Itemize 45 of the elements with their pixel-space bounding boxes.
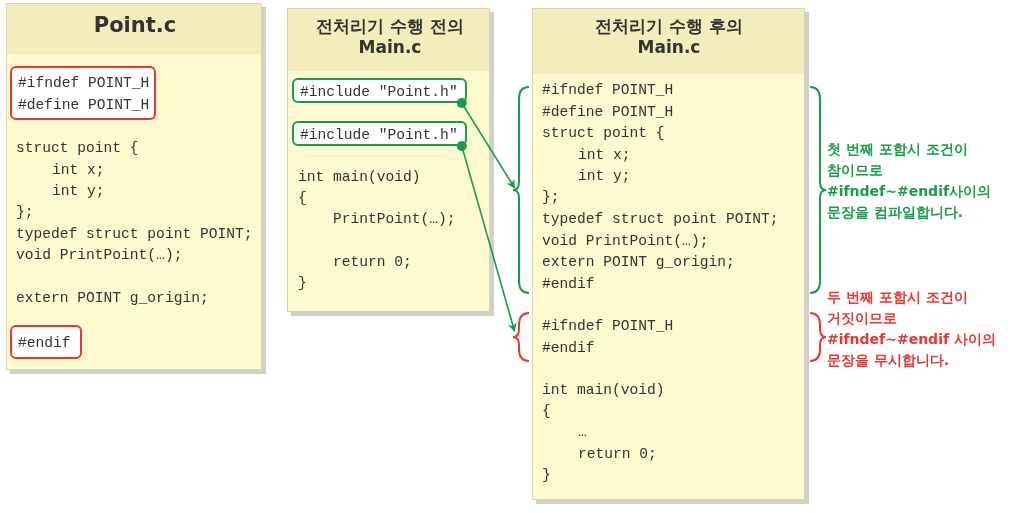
code-line: return 0; [333,253,412,272]
code-line: extern POINT g_origin; [542,253,735,272]
code-line: } [298,274,307,293]
highlight-box [10,325,82,359]
code-line: } [542,466,551,485]
annotation-text: 첫 번째 포함시 조건이 참이므로 #ifndef~#endif사이의 문장을 컴파일합니다. [827,140,993,222]
code-line: #ifndef POINT_H [542,317,674,336]
code-line: int y; [52,182,105,201]
code-line: #endif [542,339,595,358]
code-line: }; [16,203,34,222]
code-line: #include "Point.h" [300,83,458,102]
code-line: #define POINT_H [542,103,674,122]
code-line: typedef struct point POINT; [542,210,779,229]
code-line: struct point { [16,139,139,158]
code-line: PrintPoint(…); [333,210,456,229]
code-line: struct point { [542,124,665,143]
code-line: #endif [18,334,71,353]
panel-title: 전처리기 수행 전의 Main.c [315,16,465,58]
highlight-box [292,78,467,103]
code-line: { [298,189,307,208]
code-line: { [542,402,551,421]
code-line: … [578,423,587,442]
code-line: #include "Point.h" [300,126,458,145]
panel-title: Point.c [92,15,178,36]
code-line: #ifndef POINT_H [18,74,150,93]
code-line: void PrintPoint(…); [542,232,709,251]
arrow [456,141,517,333]
annotation-text: 두 번째 포함시 조건이 거짓이므로 #ifndef~#endif 사이의 문장을 무시합니다. [827,288,997,370]
arrow [456,98,516,189]
code-line: }; [542,188,560,207]
code-line: #endif [542,275,595,294]
code-line: int y; [578,167,631,186]
highlight-box [10,66,156,120]
code-line: extern POINT g_origin; [16,289,209,308]
code-line: void PrintPoint(…); [16,246,183,265]
code-line: #define POINT_H [18,96,150,115]
code-line: int main(void) [298,168,421,187]
panel-title: 전처리기 수행 후의 Main.c [594,16,744,58]
code-line: int main(void) [542,381,665,400]
code-line: typedef struct point POINT; [16,225,253,244]
code-line: int x; [578,146,631,165]
highlight-box [292,121,467,146]
code-line: return 0; [578,445,657,464]
code-line: int x; [52,161,105,180]
code-line: #ifndef POINT_H [542,81,674,100]
